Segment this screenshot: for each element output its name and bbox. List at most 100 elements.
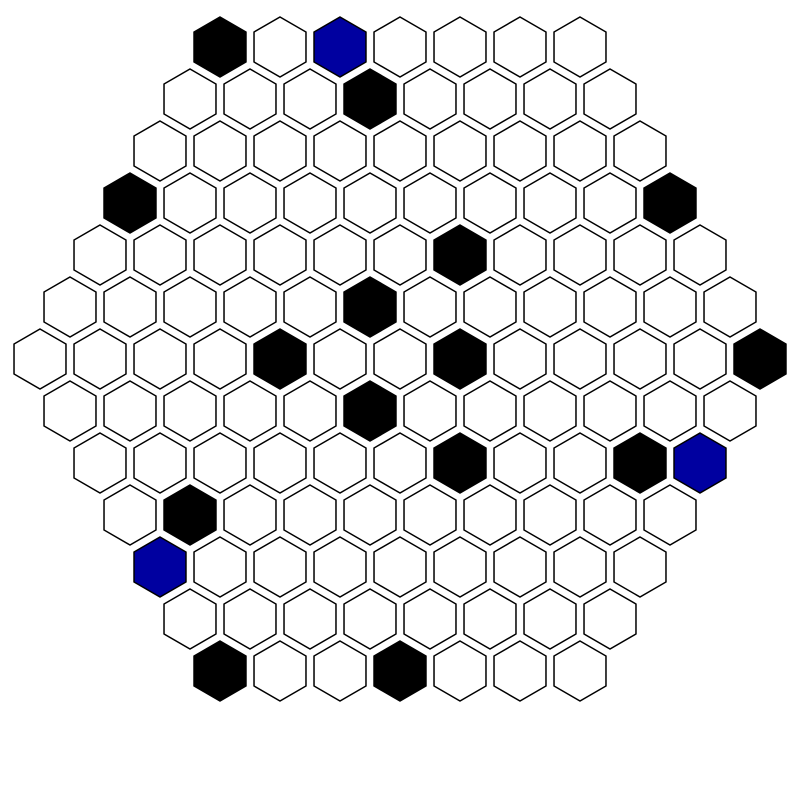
- hex-cell-empty[interactable]: [493, 224, 547, 286]
- hex-cell-empty[interactable]: [223, 484, 277, 546]
- hex-cell-empty[interactable]: [133, 432, 187, 494]
- hex-cell-empty[interactable]: [283, 68, 337, 130]
- hex-cell-empty[interactable]: [523, 276, 577, 338]
- hex-cell-empty[interactable]: [313, 536, 367, 598]
- hex-cell-empty[interactable]: [583, 380, 637, 442]
- hex-cell-empty[interactable]: [583, 68, 637, 130]
- hex-cell-empty[interactable]: [403, 68, 457, 130]
- hex-cell-empty[interactable]: [193, 432, 247, 494]
- hex-cell-empty[interactable]: [43, 380, 97, 442]
- hex-cell-empty[interactable]: [673, 224, 727, 286]
- hex-cell-empty[interactable]: [193, 328, 247, 390]
- hex-cell-empty[interactable]: [253, 432, 307, 494]
- hex-cell-empty[interactable]: [73, 224, 127, 286]
- hex-cell-empty[interactable]: [163, 588, 217, 650]
- hex-cell-empty[interactable]: [223, 276, 277, 338]
- hex-cell-empty[interactable]: [73, 432, 127, 494]
- hex-cell-empty[interactable]: [283, 276, 337, 338]
- hex-cell-empty[interactable]: [163, 172, 217, 234]
- hex-cell-empty[interactable]: [583, 276, 637, 338]
- hex-cell-empty[interactable]: [253, 640, 307, 702]
- hex-cell-empty[interactable]: [523, 588, 577, 650]
- hex-cell-empty[interactable]: [553, 328, 607, 390]
- hex-cell-empty[interactable]: [373, 224, 427, 286]
- hex-cell-empty[interactable]: [523, 172, 577, 234]
- hex-cell-empty[interactable]: [493, 328, 547, 390]
- hex-cell-empty[interactable]: [583, 172, 637, 234]
- hex-cell-empty[interactable]: [193, 536, 247, 598]
- hex-cell-empty[interactable]: [643, 484, 697, 546]
- hex-cell-empty[interactable]: [643, 276, 697, 338]
- hex-cell-empty[interactable]: [493, 536, 547, 598]
- hex-cell-empty[interactable]: [463, 276, 517, 338]
- hex-cell-empty[interactable]: [403, 588, 457, 650]
- hex-cell-empty[interactable]: [553, 536, 607, 598]
- hex-cell-empty[interactable]: [73, 328, 127, 390]
- hex-cell-empty[interactable]: [103, 380, 157, 442]
- hex-cell-empty[interactable]: [343, 172, 397, 234]
- hex-cell-empty[interactable]: [343, 588, 397, 650]
- hex-cell-empty[interactable]: [223, 172, 277, 234]
- hex-cell-empty[interactable]: [703, 380, 757, 442]
- hex-cell-empty[interactable]: [253, 536, 307, 598]
- hex-cell-empty[interactable]: [553, 432, 607, 494]
- hex-cell-empty[interactable]: [463, 588, 517, 650]
- hex-cell-empty[interactable]: [463, 172, 517, 234]
- hex-cell-empty[interactable]: [493, 432, 547, 494]
- hex-cell-empty[interactable]: [493, 16, 547, 78]
- hex-cell-empty[interactable]: [613, 536, 667, 598]
- hex-cell-empty[interactable]: [313, 328, 367, 390]
- hex-cell-empty[interactable]: [583, 484, 637, 546]
- hex-cell-empty[interactable]: [193, 120, 247, 182]
- hex-cell-empty[interactable]: [403, 484, 457, 546]
- hex-cell-empty[interactable]: [433, 536, 487, 598]
- hex-cell-empty[interactable]: [43, 276, 97, 338]
- hex-cell-empty[interactable]: [133, 224, 187, 286]
- hex-cell-empty[interactable]: [403, 276, 457, 338]
- hex-cell-empty[interactable]: [313, 120, 367, 182]
- hex-cell-empty[interactable]: [163, 68, 217, 130]
- hex-cell-empty[interactable]: [553, 120, 607, 182]
- hex-cell-empty[interactable]: [553, 224, 607, 286]
- hex-cell-empty[interactable]: [583, 588, 637, 650]
- hex-cell-empty[interactable]: [373, 328, 427, 390]
- hex-cell-empty[interactable]: [493, 120, 547, 182]
- hex-cell-empty[interactable]: [553, 16, 607, 78]
- hex-cell-empty[interactable]: [373, 120, 427, 182]
- hex-cell-empty[interactable]: [433, 120, 487, 182]
- hex-cell-empty[interactable]: [373, 536, 427, 598]
- hex-cell-empty[interactable]: [133, 328, 187, 390]
- hex-cell-empty[interactable]: [133, 120, 187, 182]
- hex-cell-empty[interactable]: [613, 328, 667, 390]
- hex-cell-empty[interactable]: [313, 640, 367, 702]
- hex-cell-empty[interactable]: [253, 120, 307, 182]
- hex-cell-empty[interactable]: [163, 276, 217, 338]
- hex-cell-empty[interactable]: [193, 224, 247, 286]
- hex-cell-empty[interactable]: [403, 172, 457, 234]
- hex-cell-empty[interactable]: [373, 16, 427, 78]
- hex-cell-empty[interactable]: [13, 328, 67, 390]
- hex-cell-empty[interactable]: [403, 380, 457, 442]
- hex-cell-empty[interactable]: [283, 172, 337, 234]
- hex-cell-empty[interactable]: [463, 380, 517, 442]
- hex-cell-empty[interactable]: [223, 380, 277, 442]
- hex-cell-empty[interactable]: [613, 120, 667, 182]
- hex-cell-empty[interactable]: [283, 380, 337, 442]
- hex-cell-empty[interactable]: [253, 16, 307, 78]
- hex-cell-empty[interactable]: [223, 588, 277, 650]
- hex-cell-empty[interactable]: [283, 484, 337, 546]
- hex-cell-empty[interactable]: [433, 16, 487, 78]
- hex-cell-empty[interactable]: [433, 640, 487, 702]
- hex-cell-empty[interactable]: [283, 588, 337, 650]
- hex-cell-empty[interactable]: [313, 432, 367, 494]
- hex-cell-empty[interactable]: [343, 484, 397, 546]
- hex-cell-empty[interactable]: [253, 224, 307, 286]
- hex-cell-empty[interactable]: [523, 484, 577, 546]
- hex-cell-empty[interactable]: [103, 484, 157, 546]
- hex-cell-empty[interactable]: [523, 380, 577, 442]
- hex-cell-empty[interactable]: [463, 68, 517, 130]
- hex-cell-empty[interactable]: [103, 276, 157, 338]
- hex-cell-empty[interactable]: [613, 224, 667, 286]
- hex-cell-empty[interactable]: [703, 276, 757, 338]
- hex-cell-empty[interactable]: [223, 68, 277, 130]
